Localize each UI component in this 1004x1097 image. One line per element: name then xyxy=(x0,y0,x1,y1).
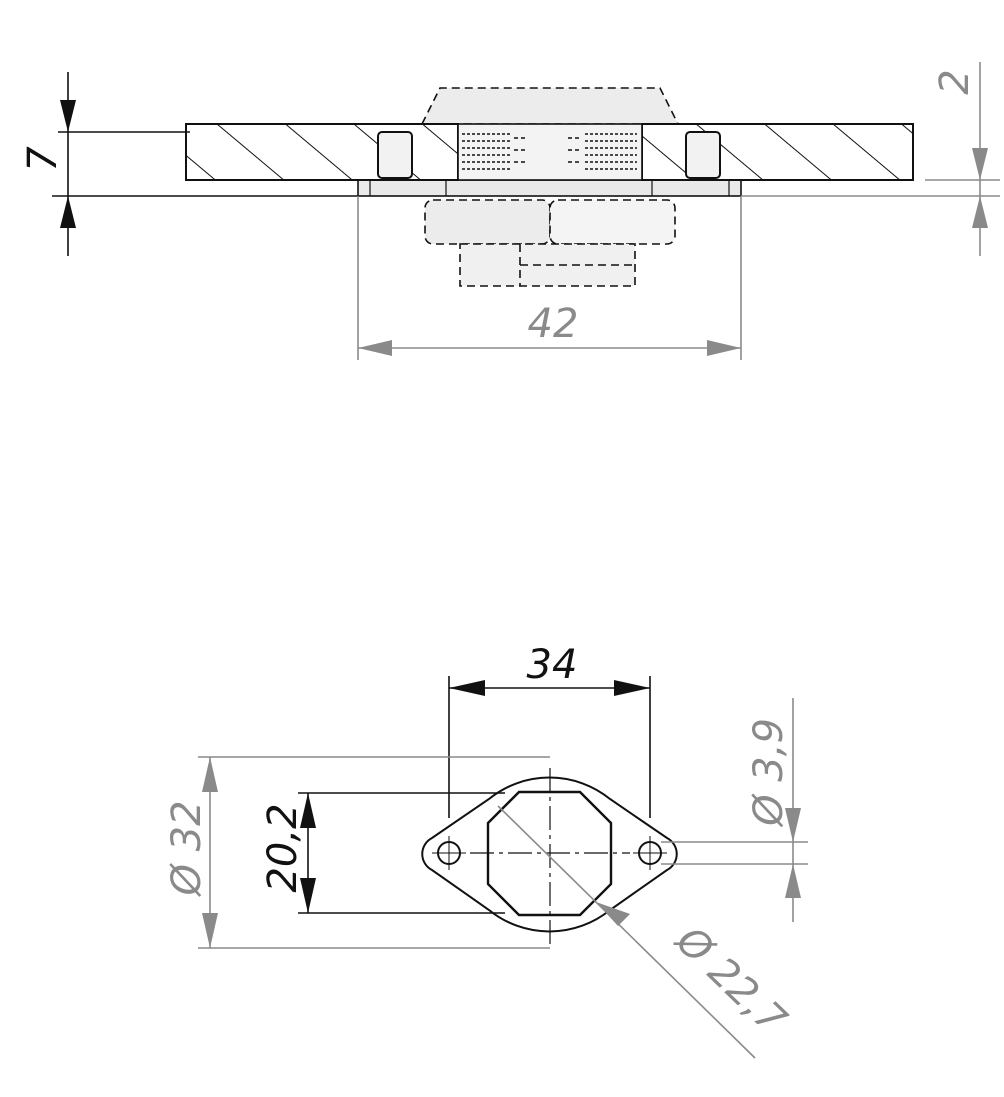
front-view xyxy=(198,676,808,1059)
hole-diameter-dimension xyxy=(661,698,808,922)
panel-thickness-label: 7 xyxy=(20,146,66,172)
octagon-diagonal-label: Ø 22,7 xyxy=(666,916,796,1043)
body-diameter-dimension xyxy=(198,756,550,949)
hole-spacing-dimension xyxy=(448,676,651,818)
side-view xyxy=(52,62,1000,360)
panel-thickness-dimension xyxy=(52,72,358,256)
flange-thickness-dimension xyxy=(741,62,1000,256)
flange-thickness-label: 2 xyxy=(932,69,978,94)
pin-left xyxy=(377,131,413,179)
thread-section xyxy=(457,123,643,181)
flange-diameter-label: 42 xyxy=(528,301,579,347)
mounting-hole-right xyxy=(633,836,667,870)
octagon-diagonal-dimension xyxy=(497,805,756,1059)
panel-section-right xyxy=(641,123,914,181)
octagon-width-label: 20,2 xyxy=(260,803,306,892)
hole-spacing-label: 34 xyxy=(527,642,578,688)
flange-diameter-dimension xyxy=(357,196,742,360)
pin-right xyxy=(685,131,721,179)
panel-section-left xyxy=(185,123,459,181)
flange xyxy=(357,179,742,197)
mounting-hole-left xyxy=(432,836,466,870)
hole-diameter-label: Ø 3,9 xyxy=(746,718,792,828)
gland-hidden-outline xyxy=(420,87,680,287)
octagon-width-dimension xyxy=(298,792,505,914)
body-diameter-label: Ø 32 xyxy=(164,800,210,897)
